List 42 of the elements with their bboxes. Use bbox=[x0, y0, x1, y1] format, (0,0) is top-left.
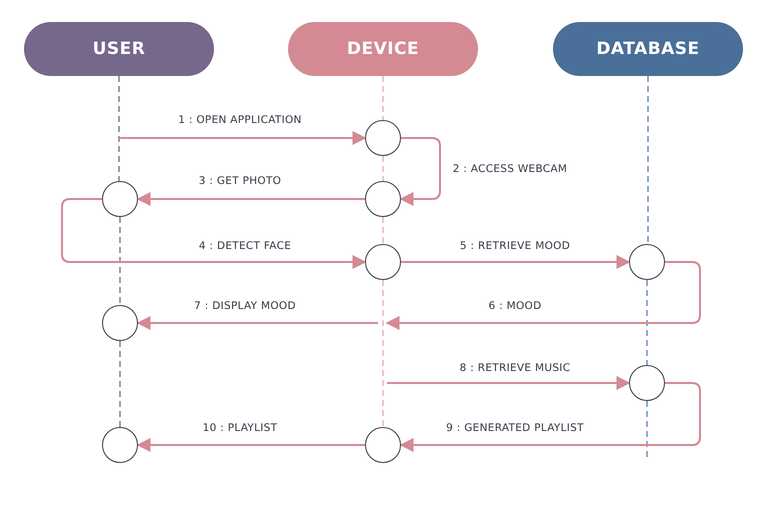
message-label: 6 : MOOD bbox=[488, 300, 542, 312]
message-label: 1 : OPEN APPLICATION bbox=[178, 114, 302, 126]
message-arrow bbox=[400, 137, 441, 206]
activation-circle bbox=[365, 181, 401, 217]
message-arrow bbox=[401, 255, 630, 269]
message-arrow bbox=[136, 438, 365, 452]
message-label: 5 : RETRIEVE MOOD bbox=[460, 240, 570, 252]
lifeline bbox=[382, 217, 384, 244]
activation-circle bbox=[365, 427, 401, 463]
message-label: 3 : GET PHOTO bbox=[198, 175, 282, 187]
activation-circle bbox=[629, 244, 665, 280]
participant-header: USER bbox=[24, 22, 214, 76]
message-arrow bbox=[386, 261, 701, 330]
message-label: 2 : ACCESS WEBCAM bbox=[452, 163, 568, 175]
activation-circle bbox=[365, 244, 401, 280]
lifeline bbox=[646, 401, 648, 460]
activation-circle bbox=[102, 427, 138, 463]
message-label: 10 : PLAYLIST bbox=[202, 422, 278, 434]
message-label: 8 : RETRIEVE MUSIC bbox=[460, 362, 570, 374]
lifeline bbox=[118, 76, 120, 181]
message-arrow bbox=[400, 382, 701, 452]
lifeline bbox=[119, 217, 121, 305]
lifeline bbox=[382, 76, 384, 120]
lifeline bbox=[646, 280, 648, 365]
message-label: 4 : DETECT FACE bbox=[198, 240, 292, 252]
activation-circle bbox=[102, 305, 138, 341]
message-arrow bbox=[120, 131, 366, 145]
lifeline bbox=[647, 76, 649, 244]
participant-header: DATABASE bbox=[553, 22, 743, 76]
lifeline bbox=[382, 280, 384, 427]
lifeline bbox=[382, 156, 384, 181]
message-arrow bbox=[61, 198, 366, 269]
message-arrow bbox=[387, 376, 630, 390]
message-label: 9 : GENERATED PLAYLIST bbox=[446, 422, 584, 434]
message-label: 7 : DISPLAY MOOD bbox=[194, 300, 296, 312]
lifeline bbox=[119, 341, 121, 427]
activation-circle bbox=[102, 181, 138, 217]
participant-header: DEVICE bbox=[288, 22, 478, 76]
activation-circle bbox=[629, 365, 665, 401]
message-arrow bbox=[136, 316, 378, 330]
message-arrow bbox=[136, 192, 365, 206]
activation-circle bbox=[365, 120, 401, 156]
